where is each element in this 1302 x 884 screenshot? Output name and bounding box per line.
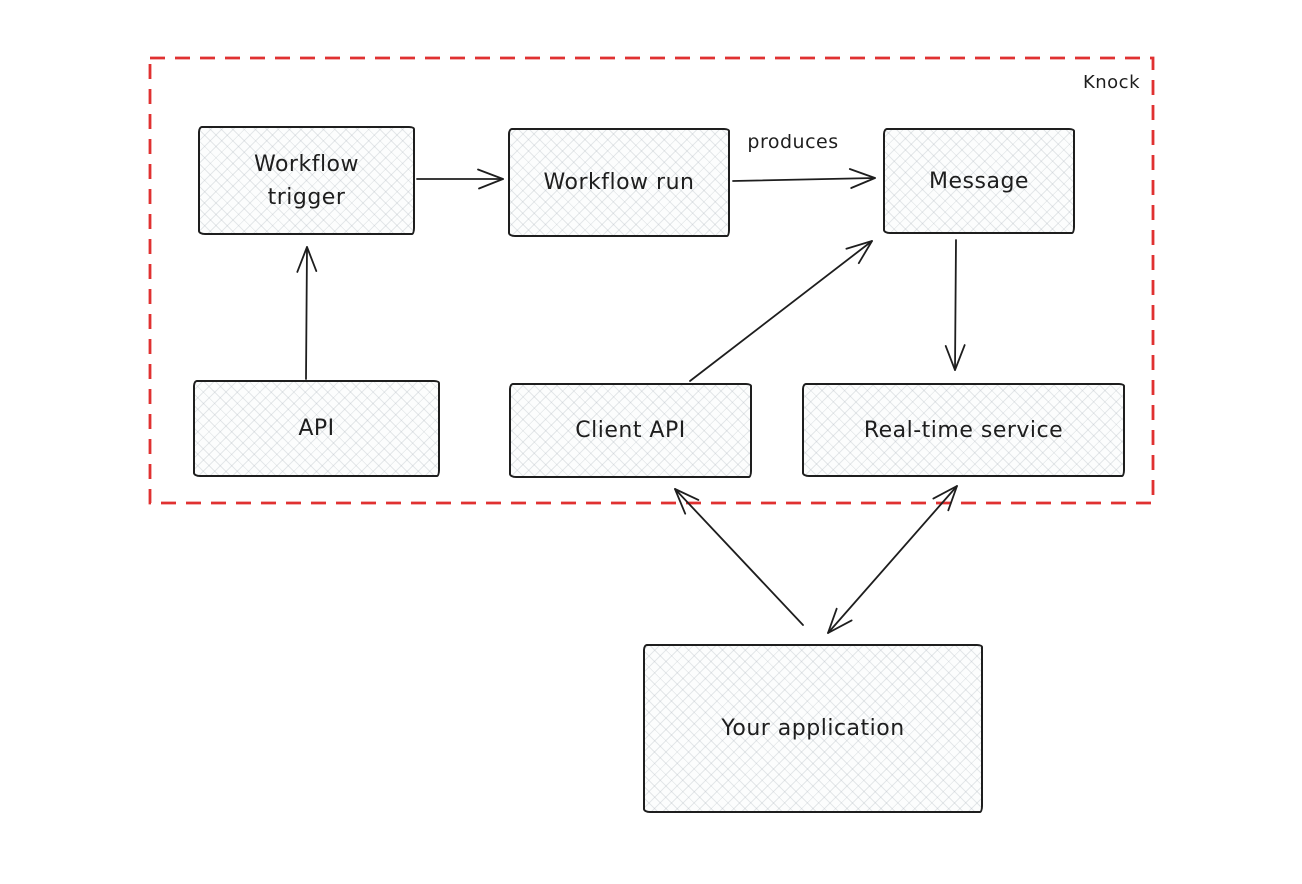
node-workflow-run-label: Workflow run	[543, 170, 695, 195]
node-message-label: Message	[929, 168, 1029, 194]
node-workflow-trigger-label: Workflow trigger	[253, 151, 360, 210]
node-workflow-trigger: Workflow trigger	[198, 126, 415, 235]
node-workflow-run: Workflow run	[508, 128, 730, 237]
knock-boundary	[148, 56, 1155, 505]
node-message: Message	[883, 128, 1075, 234]
arrow-realtime-service-your-application-bidirectional	[827, 485, 958, 634]
arrow-message-to-realtime-service	[944, 239, 966, 371]
node-client-api: Client API	[509, 383, 752, 478]
node-realtime-service: Real-time service	[802, 383, 1125, 477]
arrow-your-application-to-client-api	[674, 488, 804, 626]
node-api: API	[193, 380, 440, 477]
node-api-label: API	[298, 416, 335, 441]
node-your-application-label: Your application	[721, 716, 905, 741]
node-client-api-label: Client API	[575, 418, 686, 443]
knock-boundary-label: Knock	[1082, 72, 1140, 93]
node-your-application: Your application	[643, 644, 983, 813]
arrow-client-api-to-message	[689, 240, 873, 382]
arrow-api-to-workflow-trigger	[296, 246, 318, 380]
edge-label-produces: produces	[747, 131, 839, 153]
arrow-workflow-run-to-message	[732, 168, 876, 189]
node-realtime-service-label: Real-time service	[863, 417, 1064, 443]
